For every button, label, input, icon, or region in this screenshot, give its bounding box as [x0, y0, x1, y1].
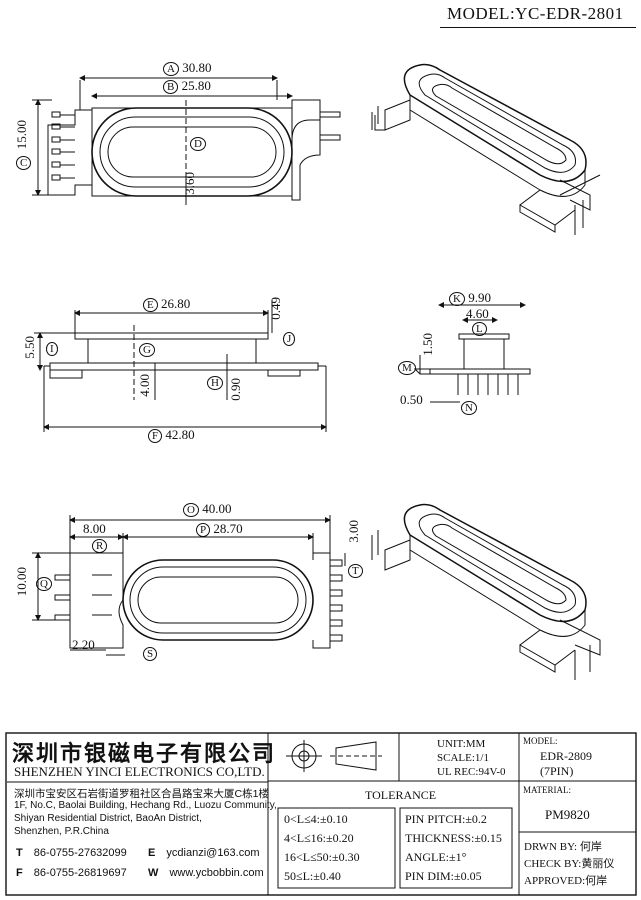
model-header-label: MODEL: [447, 4, 516, 23]
dim-P: P 28.70 [196, 521, 243, 537]
dim-K: K 9.90 [449, 290, 491, 306]
tb-model-value: EDR-2809 [540, 749, 592, 763]
dim-E: E 26.80 [143, 296, 190, 312]
fax-value: 86-0755-26819697 [33, 867, 127, 879]
address-en-3: Shenzhen, P.R.China [14, 826, 109, 837]
tel-row: T 86-0755-27632099 [16, 847, 127, 859]
header-underline [440, 27, 636, 28]
dim-letter-A: A [163, 62, 179, 76]
dim-letter-N: N [461, 401, 477, 415]
angle: ANGLE:±1° [405, 850, 467, 864]
dim-letter-M: M [398, 361, 416, 375]
tb-model-label: MODEL: [523, 736, 558, 746]
dim-letter-F: F [148, 429, 163, 443]
dim-letter-E: E [143, 298, 158, 312]
bottom-view [32, 515, 346, 656]
dim-R-value: 8.00 [83, 521, 106, 536]
isometric-view-1 [371, 63, 601, 235]
dim-letter-B: B [163, 80, 179, 94]
dim-O: O 40.00 [183, 501, 231, 517]
dim-letter-T: T [348, 564, 363, 578]
tb-pins: (7PIN) [540, 764, 574, 778]
tel-value: 86-0755-27632099 [33, 847, 127, 859]
dim-value-K: 9.90 [468, 290, 491, 305]
dim-value-P: 28.70 [213, 521, 243, 536]
material-label: MATERIAL: [523, 785, 571, 795]
unit: UNIT:MM [437, 738, 486, 750]
dim-L-value: 4.60 [466, 306, 489, 321]
dim-N-value: 0.50 [400, 392, 423, 407]
dim-A: A 30.80 [163, 60, 211, 76]
dim-letter-P: P [196, 523, 211, 537]
ul-rec: UL REC:94V-0 [437, 766, 506, 778]
top-view [32, 75, 341, 205]
dim-value-E: 26.80 [160, 296, 191, 311]
web-row: W www.ycbobbin.com [148, 867, 264, 879]
tolerance-row-3: 16<L≤50:±0.30 [284, 850, 360, 864]
tel-label: T [16, 847, 23, 859]
drawn-by: DRWN BY: 何岸 [524, 841, 602, 853]
dim-letter-Q: Q [36, 577, 52, 591]
fax-label: F [16, 867, 23, 879]
dim-letter-I: I [46, 342, 58, 356]
tolerance-row-1: 0<L≤4:±0.10 [284, 812, 348, 826]
address-cn: 深圳市宝安区石岩街道罗租社区合昌路宝来大厦C栋1楼 [14, 788, 269, 800]
dim-value-A: 30.80 [182, 60, 212, 75]
tolerance-row-4: 50≤L:±0.40 [284, 869, 341, 883]
thickness: THICKNESS:±0.15 [405, 831, 502, 845]
model-header: MODEL:YC-EDR-2801 [447, 4, 624, 24]
pin-dim: PIN DIM:±0.05 [405, 869, 482, 883]
dim-letter-H: H [207, 376, 223, 390]
dim-S-value: 2.20 [72, 637, 95, 652]
email-label: E [148, 847, 156, 859]
dim-letter-L: L [472, 322, 487, 336]
dim-value-F: 42.80 [165, 427, 195, 442]
dim-letter-C: C [16, 156, 32, 170]
tolerance-title: TOLERANCE [365, 788, 437, 802]
scale: SCALE:1/1 [437, 752, 489, 764]
dim-letter-R: R [92, 539, 108, 553]
dim-letter-D: D [190, 137, 206, 151]
web-label: W [148, 867, 159, 879]
dim-letter-O: O [183, 503, 199, 517]
email-row: E ycdianzi@163.com [148, 847, 260, 859]
side-view [34, 300, 327, 432]
model-header-value: YC-EDR-2801 [515, 4, 624, 23]
web-value: www.ycbobbin.com [169, 867, 264, 879]
approved-by: APPROVED:何岸 [524, 875, 608, 887]
address-en-1: 1F, No.C, Baolai Building, Hechang Rd., … [14, 800, 277, 811]
dim-letter-S: S [143, 647, 158, 661]
dim-value-O: 40.00 [202, 501, 232, 516]
end-view [413, 302, 531, 403]
company-name-cn: 深圳市银磁电子有限公司 [12, 742, 277, 767]
dim-letter-G: G [139, 343, 155, 357]
isometric-view-2 [371, 503, 601, 680]
company-name-en: SHENZHEN YINCI ELECTRONICS CO,LTD. [14, 764, 265, 779]
email-value: ycdianzi@163.com [166, 847, 260, 859]
pin-pitch: PIN PITCH:±0.2 [405, 812, 487, 826]
tolerance-row-2: 4<L≤16:±0.20 [284, 831, 354, 845]
dim-F: F 42.80 [148, 427, 195, 443]
material-value: PM9820 [545, 807, 590, 822]
dim-B: B 25.80 [163, 78, 211, 94]
address-en-2: Shiyan Residential District, BaoAn Distr… [14, 813, 202, 824]
check-by: CHECK BY:黄丽仪 [524, 858, 615, 870]
dim-letter-J: J [283, 332, 296, 346]
dim-letter-K: K [449, 292, 465, 306]
fax-row: F 86-0755-26819697 [16, 867, 127, 879]
dim-value-B: 25.80 [181, 78, 211, 93]
